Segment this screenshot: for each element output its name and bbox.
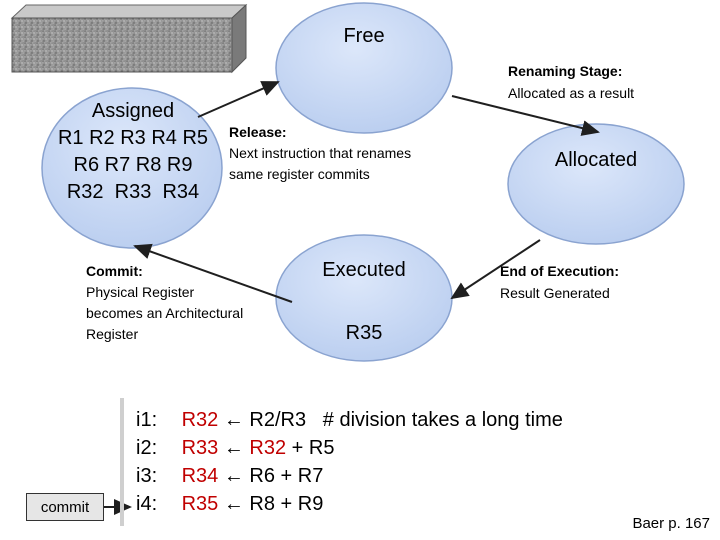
assigned-title: Assigned (91, 100, 175, 122)
citation: Baer p. 167 (632, 515, 710, 532)
commit-note: Commit: Physical Register becomes an Arc… (86, 261, 243, 345)
code-bracket (120, 398, 124, 526)
instruction-row: i4: R35 ← R8 + R9 (136, 490, 563, 518)
instruction-src: R8 + R9 (249, 493, 324, 515)
commit-button[interactable]: commit (26, 493, 104, 521)
release-text: Next instruction that renames (229, 145, 412, 161)
assigned-registers-line: R32 R33 R34 (66, 181, 200, 203)
assign-arrow: ← (223, 409, 244, 431)
renaming-arrow (451, 95, 600, 136)
allocated-label: Allocated (554, 149, 638, 171)
instruction-src-register: R32 (249, 437, 287, 459)
instruction-dest: R35 (181, 493, 219, 515)
instruction-comment: # division takes a long time (322, 409, 563, 431)
end-execution-arrow (450, 239, 541, 300)
assign-arrow: ← (223, 437, 244, 459)
instruction-list: i1: R32 ← R2/R3 # division takes a long … (136, 406, 563, 518)
instruction-label: i3: (136, 465, 158, 487)
assign-arrow: ← (223, 465, 244, 487)
commit-text: Register (86, 326, 139, 342)
release-title: Release: (229, 124, 287, 140)
instruction-row: i1: R32 ← R2/R3 # division takes a long … (136, 406, 563, 434)
instruction-src: R2/R3 (249, 409, 307, 431)
commit-text: becomes an Architectural (86, 305, 244, 321)
instruction-label: i4: (136, 493, 158, 515)
instruction-src: + R5 (286, 437, 335, 459)
instruction-dest: R33 (181, 437, 219, 459)
instruction-src: R6 + R7 (249, 465, 324, 487)
release-text: same register commits (229, 166, 370, 182)
commit-arrow (133, 243, 293, 303)
instruction-dest: R32 (181, 409, 219, 431)
renaming-stage-note: Renaming Stage: Allocated as a result (508, 60, 634, 104)
free-label: Free (343, 25, 385, 47)
instruction-label: i2: (136, 437, 158, 459)
release-note: Release: Next instruction that renames s… (229, 122, 411, 185)
renaming-stage-title: Renaming Stage: (508, 63, 623, 79)
stone-block-icon (10, 3, 248, 74)
assign-arrow: ← (223, 493, 244, 515)
assigned-state-circle (41, 87, 223, 249)
executed-register: R35 (345, 322, 383, 344)
allocated-state-circle (507, 123, 685, 245)
instruction-row: i2: R33 ← R32 + R5 (136, 434, 563, 462)
executed-label: Executed (322, 259, 406, 281)
commit-title: Commit: (86, 263, 143, 279)
assigned-registers-line: R1 R2 R3 R4 R5 (57, 127, 209, 149)
end-execution-title: End of Execution: (500, 263, 619, 279)
release-arrow (197, 81, 280, 118)
assigned-state-content: Assigned R1 R2 R3 R4 R5 R6 R7 R8 R9 R32 … (48, 98, 218, 206)
instruction-label: i1: (136, 409, 158, 431)
free-state-circle (275, 2, 453, 134)
end-execution-note: End of Execution: Result Generated (500, 260, 619, 304)
instruction-dest: R34 (181, 465, 219, 487)
renaming-stage-text: Allocated as a result (508, 85, 635, 101)
end-execution-text: Result Generated (500, 285, 610, 301)
instruction-row: i3: R34 ← R6 + R7 (136, 462, 563, 490)
commit-text: Physical Register (86, 284, 195, 300)
assigned-registers-line: R6 R7 R8 R9 (73, 154, 193, 176)
